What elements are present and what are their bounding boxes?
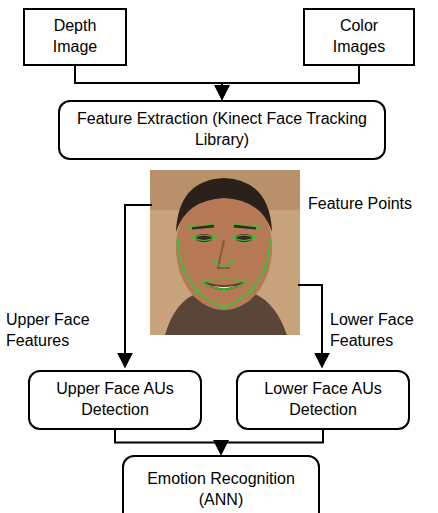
node-text: Emotion Recognition (ANN) bbox=[132, 469, 310, 511]
lower-feature-arrow bbox=[298, 285, 322, 367]
flow-arrow bbox=[222, 66, 359, 99]
feature-label: Lower Face Features bbox=[330, 310, 434, 352]
node-text: Feature Extraction (Kinect Face Tracking… bbox=[68, 109, 376, 151]
input-box: Depth Image bbox=[23, 8, 127, 66]
image-label: Feature Points bbox=[308, 194, 433, 215]
node-text: Upper Face AUs Detection bbox=[38, 379, 192, 421]
process-box: Emotion Recognition (ANN) bbox=[122, 455, 320, 513]
flow-arrow bbox=[75, 66, 222, 99]
face-photo bbox=[150, 170, 300, 335]
flow-arrow bbox=[221, 430, 323, 454]
upper-feature-arrow bbox=[125, 205, 152, 367]
node-text: Lower Face AUs Detection bbox=[246, 379, 400, 421]
process-box: Feature Extraction (Kinect Face Tracking… bbox=[58, 100, 386, 160]
process-box: Upper Face AUs Detection bbox=[28, 370, 202, 430]
node-text: Color Images bbox=[313, 16, 405, 58]
flow-arrow bbox=[115, 430, 221, 454]
feature-label: Upper Face Features bbox=[6, 310, 118, 352]
input-box: Color Images bbox=[303, 8, 415, 66]
node-text: Depth Image bbox=[33, 16, 117, 58]
process-box: Lower Face AUs Detection bbox=[236, 370, 410, 430]
